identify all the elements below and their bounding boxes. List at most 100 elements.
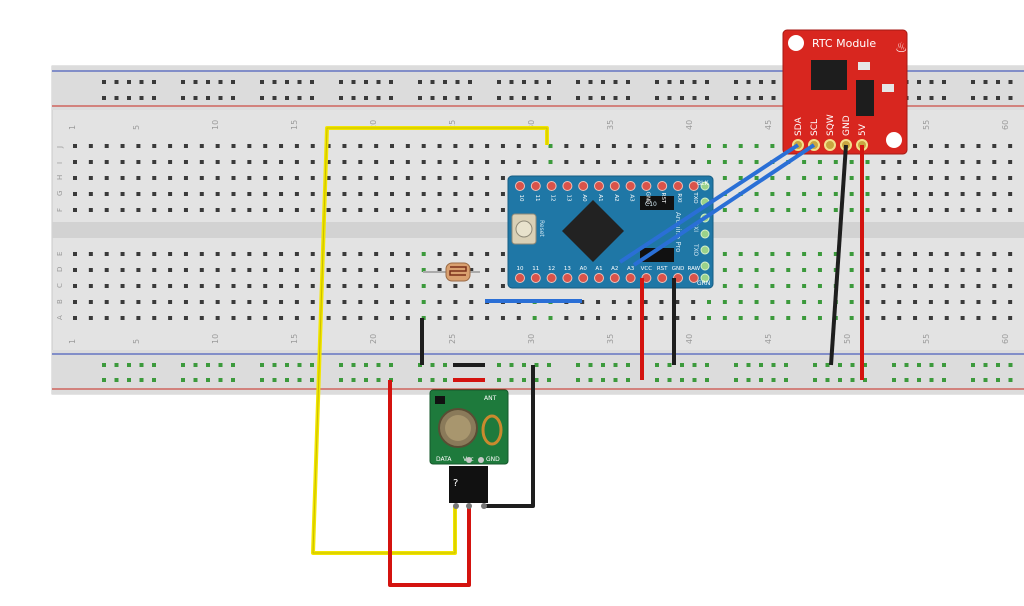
breadboard-hole xyxy=(294,300,299,304)
breadboard-hole xyxy=(722,252,727,256)
breadboard-hole xyxy=(532,160,537,164)
breadboard-hole xyxy=(455,80,460,84)
breadboard-hole xyxy=(992,144,997,148)
arduino-label-pro: Arduino Pro xyxy=(674,212,682,252)
breadboard-hole xyxy=(453,192,458,196)
arduino-top-pin xyxy=(515,181,525,191)
rtc-chip xyxy=(811,60,847,90)
breadboard-hole xyxy=(326,252,331,256)
breadboard-hole xyxy=(73,208,77,212)
breadboard-hole xyxy=(849,252,854,256)
arduino-side-pin xyxy=(700,261,710,271)
breadboard-hole xyxy=(904,363,909,367)
breadboard-hole xyxy=(263,176,268,180)
breadboard-hole xyxy=(680,96,684,100)
breadboard-hole xyxy=(817,300,822,304)
breadboard-hole xyxy=(833,208,838,212)
arduino-top-pin-label: 13 xyxy=(565,195,571,202)
breadboard-hole xyxy=(437,252,442,256)
breadboard-hole xyxy=(813,378,817,382)
breadboard-hole xyxy=(263,300,268,304)
arduino-bottom-pin-label: RST xyxy=(657,266,668,272)
breadboard-hole xyxy=(342,252,347,256)
breadboard-hole xyxy=(247,160,252,164)
breadboard-hole xyxy=(655,363,659,367)
breadboard-hole xyxy=(104,284,109,288)
breadboard-hole xyxy=(437,192,442,196)
breadboard-hole xyxy=(849,284,854,288)
row-letter: J xyxy=(56,146,64,149)
breadboard-hole xyxy=(104,252,109,256)
breadboard-hole xyxy=(199,252,204,256)
breadboard-hole xyxy=(294,284,299,288)
breadboard-hole xyxy=(310,96,314,100)
breadboard-hole xyxy=(183,208,188,212)
breadboard-hole xyxy=(754,144,759,148)
breadboard-hole xyxy=(746,378,751,382)
breadboard-hole xyxy=(218,363,223,367)
breadboard-hole xyxy=(485,160,490,164)
breadboard-hole xyxy=(802,252,807,256)
breadboard-hole xyxy=(231,80,235,84)
breadboard-hole xyxy=(865,316,870,320)
arduino-bottom-pin xyxy=(530,273,541,283)
breadboard-hole xyxy=(104,176,109,180)
breadboard-hole xyxy=(928,208,933,212)
breadboard-hole xyxy=(722,316,727,320)
col-num-top: 35 xyxy=(606,120,615,130)
breadboard-hole xyxy=(971,363,975,367)
breadboard-hole xyxy=(120,252,125,256)
breadboard-hole xyxy=(770,284,775,288)
breadboard-hole xyxy=(437,208,442,212)
breadboard-hole xyxy=(738,316,743,320)
breadboard-hole xyxy=(976,300,981,304)
breadboard-hole xyxy=(342,300,347,304)
breadboard-hole xyxy=(326,160,331,164)
breadboard-hole xyxy=(139,80,144,84)
breadboard-hole xyxy=(929,80,934,84)
breadboard-hole xyxy=(960,268,965,272)
breadboard-hole xyxy=(136,192,141,196)
breadboard-hole xyxy=(120,192,125,196)
breadboard-hole xyxy=(655,96,659,100)
breadboard-hole xyxy=(485,192,490,196)
breadboard-hole xyxy=(613,80,618,84)
breadboard-hole xyxy=(374,192,379,196)
breadboard-hole xyxy=(152,80,156,84)
breadboard-hole xyxy=(786,284,791,288)
breadboard-hole xyxy=(548,160,553,164)
breadboard-hole xyxy=(611,160,616,164)
breadboard-hole xyxy=(443,96,447,100)
breadboard-hole xyxy=(120,284,125,288)
breadboard-hole xyxy=(390,284,394,288)
breadboard-hole xyxy=(326,144,331,148)
col-num-bottom: 15 xyxy=(290,334,299,344)
arduino-bottom-pin-label: A3 xyxy=(627,266,635,272)
breadboard-hole xyxy=(770,208,775,212)
breadboard-hole xyxy=(588,80,593,84)
breadboard-hole xyxy=(576,378,580,382)
breadboard-hole xyxy=(430,80,435,84)
breadboard-hole xyxy=(215,268,220,272)
breadboard-hole xyxy=(374,160,379,164)
breadboard-hole xyxy=(825,363,830,367)
breadboard-hole xyxy=(659,316,664,320)
breadboard-hole xyxy=(215,192,220,196)
breadboard-hole xyxy=(358,208,363,212)
breadboard-hole xyxy=(206,363,210,367)
breadboard-hole xyxy=(913,284,918,288)
breadboard-hole xyxy=(971,96,975,100)
breadboard-hole xyxy=(193,96,198,100)
arduino-top-pin xyxy=(673,181,683,191)
breadboard-hole xyxy=(120,144,125,148)
breadboard-hole xyxy=(206,80,210,84)
breadboard-hole xyxy=(913,316,918,320)
breadboard-hole xyxy=(913,208,918,212)
breadboard-hole xyxy=(199,300,204,304)
col-num-bottom: 45 xyxy=(764,334,773,344)
breadboard-hole xyxy=(260,96,264,100)
unknown-part-pin xyxy=(466,503,472,509)
breadboard-hole xyxy=(992,252,997,256)
breadboard-hole xyxy=(849,316,854,320)
